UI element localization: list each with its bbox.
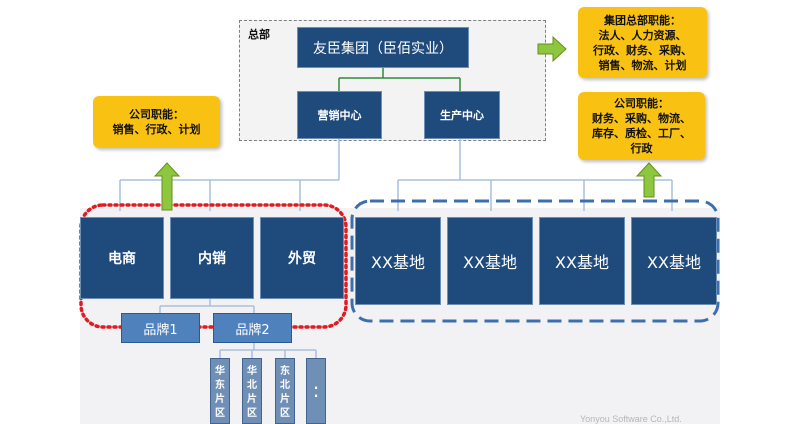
- channel-domestic: 内销: [170, 217, 254, 299]
- production-base-2: XX基地: [447, 217, 533, 305]
- channel-foreign-trade: 外贸: [260, 217, 344, 299]
- watermark: Yonyou Software Co.,Ltd.: [580, 414, 682, 424]
- brand-2: 品牌2: [213, 313, 292, 343]
- callout-line: 销售、物流、计划: [598, 58, 687, 72]
- channel-ecommerce: 电商: [80, 217, 164, 299]
- arrow-right-top: [537, 35, 567, 63]
- callout-line: 行政: [630, 142, 653, 155]
- callout-title: 公司职能：: [614, 97, 669, 110]
- production-base-3: XX基地: [539, 217, 625, 305]
- arrow-up-right: [635, 162, 663, 198]
- callout-line: 行政、财务、采购、: [593, 43, 692, 57]
- hq-functions-callout: 集团总部职能： 法人、人力资源、 行政、财务、采购、 销售、物流、计划: [578, 7, 707, 78]
- production-base-1: XX基地: [355, 217, 441, 305]
- region-northeast: 东 北 片 区: [275, 358, 295, 424]
- company-functions-right-callout: 公司职能： 财务、采购、物流、 库存、质检、工厂、 行政: [578, 92, 705, 160]
- region-more: . .: [306, 358, 326, 424]
- region-north-china: 华 北 片 区: [242, 358, 262, 424]
- hq-label: 总部: [248, 28, 270, 41]
- production-center-box: 生产中心: [424, 91, 500, 139]
- group-box: 友臣集团（臣佰实业）: [297, 27, 469, 68]
- callout-line: 销售、行政、计划: [112, 123, 201, 136]
- callout-title: 公司职能：: [129, 108, 184, 121]
- production-base-4: XX基地: [631, 217, 717, 305]
- production-group-outline: [350, 199, 720, 323]
- callout-title: 集团总部职能：: [604, 13, 681, 27]
- region-east-china: 华 东 片 区: [210, 358, 230, 424]
- callout-line: 法人、人力资源、: [598, 28, 687, 42]
- brand-1: 品牌1: [121, 313, 200, 343]
- callout-line: 库存、质检、工厂、: [592, 127, 691, 140]
- callout-line: 财务、采购、物流、: [592, 112, 691, 125]
- sales-center-box: 营销中心: [297, 91, 382, 139]
- company-functions-left-callout: 公司职能： 销售、行政、计划: [93, 96, 220, 148]
- arrow-up-left: [153, 162, 181, 211]
